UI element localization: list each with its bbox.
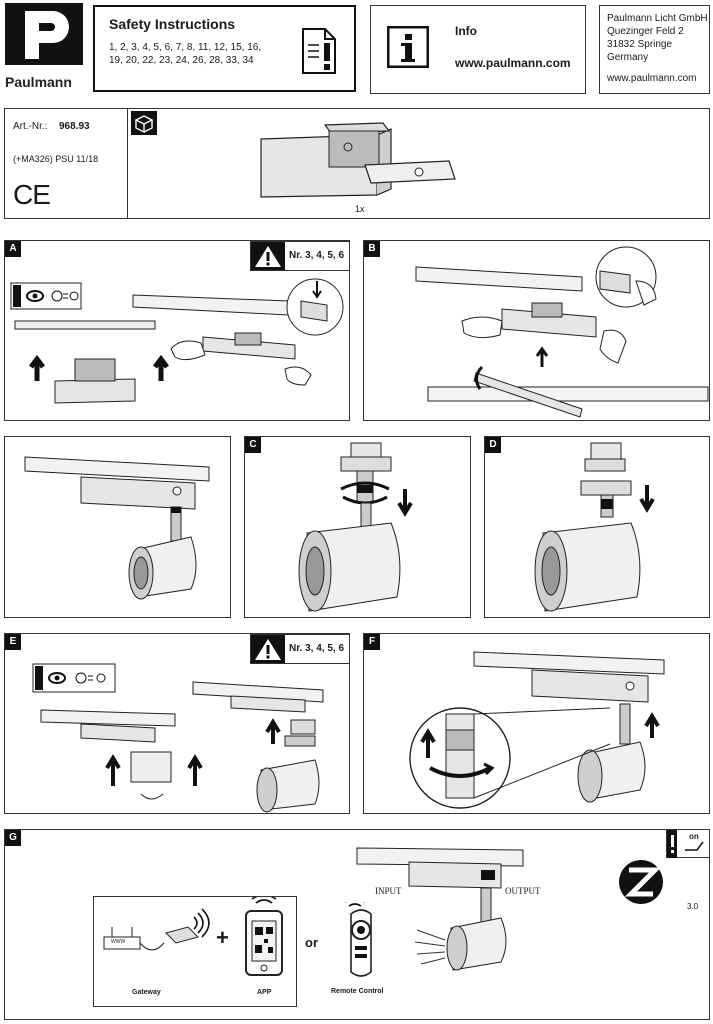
power-on-icon (667, 830, 704, 858)
info-title: Info (455, 24, 477, 38)
panel-divider (127, 109, 129, 218)
switch-on-indicator: on (666, 830, 710, 858)
step-c-label: C (245, 437, 261, 453)
warning-triangle-icon (251, 242, 285, 270)
remote-control-icon (345, 902, 372, 977)
paulmann-logo (5, 3, 83, 65)
address-country: Germany (607, 52, 649, 63)
product-info-panel: Art.-Nr.: 968.93 (+MA326) PSU 11/18 CE 1… (4, 108, 710, 219)
step-d-label: D (485, 437, 501, 453)
control-options-box: WWW + Gateway APP (93, 896, 297, 1007)
step-e-warning: Nr. 3, 4, 5, 6 (250, 634, 350, 664)
warning-triangle-icon (251, 635, 285, 663)
remote-control-label: Remote Control (331, 988, 384, 995)
info-url[interactable]: www.paulmann.com (455, 56, 571, 70)
article-number: 968.93 (59, 121, 90, 132)
step-g-illustration (356, 847, 663, 971)
safety-instructions-box: Safety Instructions 1, 2, 3, 4, 5, 6, 7,… (93, 5, 356, 92)
router-www-label: WWW (111, 939, 126, 945)
step-b-panel: B (363, 240, 710, 421)
track-adapter-illustration (260, 122, 456, 198)
input-label: INPUT (375, 886, 402, 896)
info-box: Info www.paulmann.com (370, 5, 586, 94)
package-contents-icon (131, 111, 157, 135)
quantity-label: 1x (355, 204, 365, 214)
step-b-label: B (364, 241, 380, 257)
mounted-spotlight-illustration (24, 456, 210, 600)
step-c-panel: C (244, 436, 471, 618)
psu-note: (+MA326) PSU 11/18 (13, 154, 99, 164)
article-label: Art.-Nr.: (13, 121, 48, 132)
step-d-illustration (534, 442, 655, 612)
step-g-label: G (5, 830, 21, 846)
address-company: Paulmann Licht GmbH (607, 13, 708, 24)
step-f-illustration (409, 651, 665, 809)
step-c-illustration (298, 442, 413, 612)
plus-sign: + (216, 925, 229, 950)
safety-title: Safety Instructions (109, 16, 236, 32)
step-b-illustration (415, 246, 709, 418)
step-e-label: E (5, 634, 21, 650)
info-icon (387, 26, 429, 68)
output-label: OUTPUT (505, 886, 541, 896)
step-a-warning-ref: Nr. 3, 4, 5, 6 (289, 250, 345, 261)
step-a-warning: Nr. 3, 4, 5, 6 (250, 241, 350, 271)
ce-mark: CE (13, 179, 51, 210)
address-city: 31832 Springe (607, 39, 673, 50)
brand-name: Paulmann (5, 74, 72, 90)
step-e-warning-ref: Nr. 3, 4, 5, 6 (289, 643, 345, 654)
safety-list-line2: 19, 20, 22, 23, 24, 26, 28, 33, 34 (109, 55, 254, 66)
step-e-illustration (32, 663, 324, 813)
step-e-panel: E Nr. 3, 4, 5, 6 (4, 633, 350, 814)
address-box: Paulmann Licht GmbH Quezinger Feld 2 318… (599, 5, 710, 94)
address-street: Quezinger Feld 2 (607, 26, 684, 37)
address-url[interactable]: www.paulmann.com (607, 73, 697, 84)
logo-p-glyph (25, 11, 69, 59)
safety-list-line1: 1, 2, 3, 4, 5, 6, 7, 8, 11, 12, 15, 16, (109, 42, 262, 53)
or-label: or (305, 935, 318, 950)
step-f-panel: F (363, 633, 710, 814)
step-a-panel: A Nr. 3, 4, 5, 6 (4, 240, 350, 421)
step-a-illustration (10, 278, 344, 404)
on-label: on (689, 832, 699, 841)
step-a-label: A (5, 241, 21, 257)
step-g-panel: G on INPUT OUTPUT 3.0 (4, 829, 710, 1020)
document-warning-icon (302, 28, 336, 74)
gateway-label: Gateway (132, 989, 161, 996)
step-d-panel: D (484, 436, 710, 618)
control-options-illustration (103, 897, 283, 976)
step-f-label: F (364, 634, 380, 650)
app-label: APP (257, 989, 272, 996)
mounted-spotlight-panel (4, 436, 231, 618)
zigbee-version: 3.0 (687, 902, 699, 911)
